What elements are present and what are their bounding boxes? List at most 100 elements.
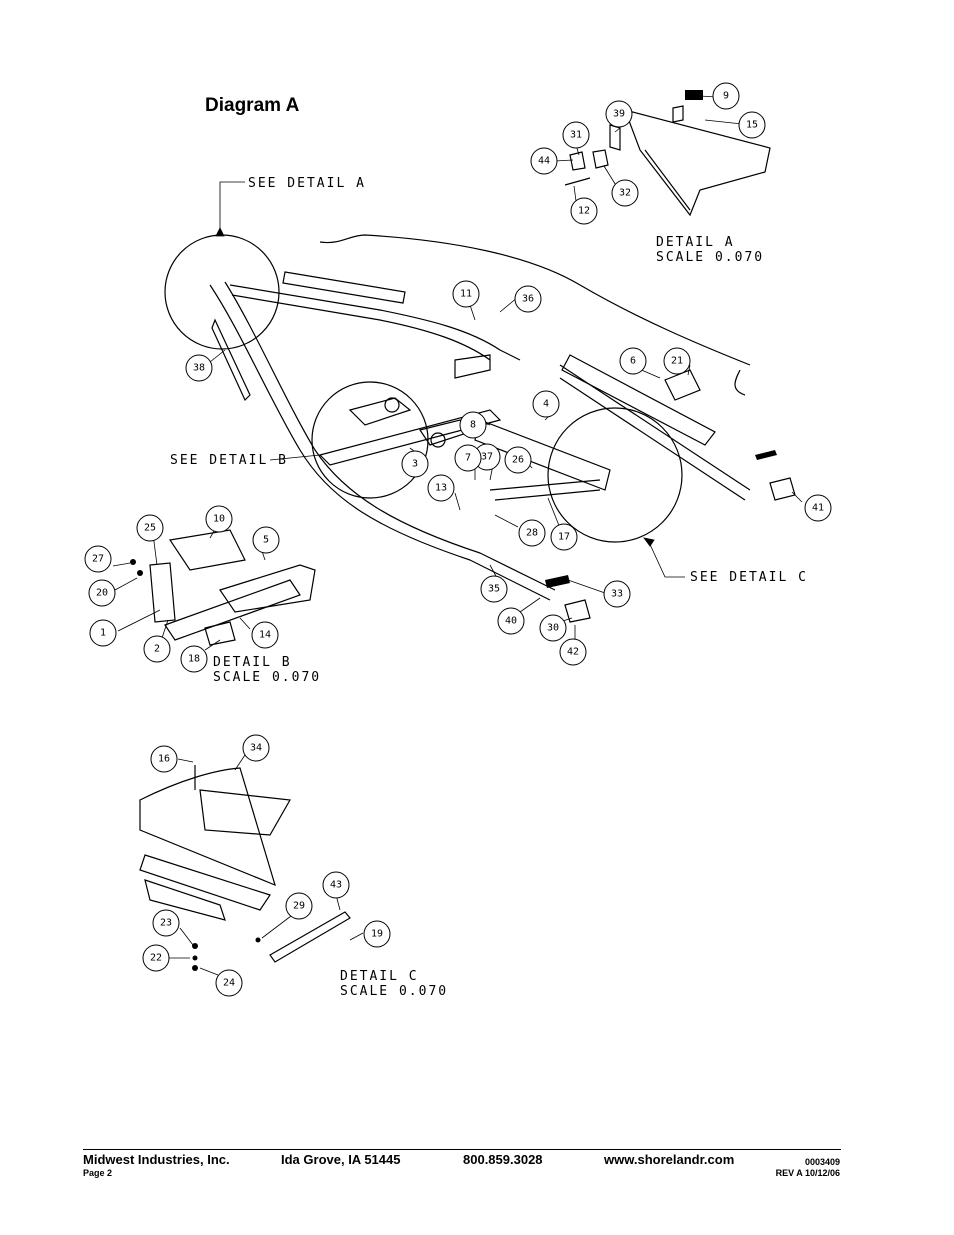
callout-number: 23 bbox=[160, 918, 172, 929]
callout-number: 39 bbox=[613, 109, 625, 120]
callout-number: 10 bbox=[213, 514, 225, 525]
callout-28: 28 bbox=[518, 519, 546, 547]
callout-number: 33 bbox=[611, 589, 623, 600]
footer-phone: 800.859.3028 bbox=[463, 1152, 543, 1167]
callout-40: 40 bbox=[497, 607, 525, 635]
callout-18: 18 bbox=[180, 645, 208, 673]
callout-number: 21 bbox=[671, 356, 683, 367]
callout-circle bbox=[603, 580, 631, 608]
callout-32: 32 bbox=[611, 179, 639, 207]
callout-circle bbox=[738, 111, 766, 139]
callout-circle bbox=[180, 645, 208, 673]
footer-rule bbox=[83, 1149, 841, 1150]
callout-number: 7 bbox=[465, 453, 471, 464]
callout-39: 39 bbox=[605, 100, 633, 128]
callout-circle bbox=[539, 614, 567, 642]
callout-2: 2 bbox=[143, 635, 171, 663]
callout-number: 25 bbox=[144, 523, 156, 534]
callout-24: 24 bbox=[215, 969, 243, 997]
callout-circle bbox=[363, 920, 391, 948]
callout-circle bbox=[570, 197, 598, 225]
callout-number: 15 bbox=[746, 120, 758, 131]
callout-number: 17 bbox=[558, 532, 570, 543]
footer-city: Ida Grove, IA 51445 bbox=[281, 1152, 401, 1167]
callout-circle bbox=[559, 638, 587, 666]
callout-number: 18 bbox=[188, 654, 200, 665]
see-detail-c-label: SEE DETAIL C bbox=[690, 570, 808, 585]
callout-circle bbox=[427, 474, 455, 502]
callout-14: 14 bbox=[251, 621, 279, 649]
callout-23: 23 bbox=[152, 909, 180, 937]
callout-41: 41 bbox=[804, 494, 832, 522]
callout-circle bbox=[804, 494, 832, 522]
callout-circle bbox=[152, 909, 180, 937]
callout-number: 1 bbox=[100, 628, 106, 639]
callout-number: 42 bbox=[567, 647, 579, 658]
callout-circle bbox=[459, 411, 487, 439]
callout-circle bbox=[497, 607, 525, 635]
callout-circle bbox=[322, 871, 350, 899]
detail-a-parts bbox=[564, 90, 771, 217]
callout-16: 16 bbox=[150, 745, 178, 773]
callout-number: 8 bbox=[470, 420, 476, 431]
callout-circle bbox=[143, 635, 171, 663]
footer-website[interactable]: www.shorelandr.com bbox=[604, 1152, 735, 1167]
callout-number: 30 bbox=[547, 623, 559, 634]
callout-circle bbox=[611, 179, 639, 207]
callout-number: 34 bbox=[250, 743, 262, 754]
detail-c-scale: SCALE 0.070 bbox=[340, 984, 448, 999]
callout-7: 7 bbox=[454, 444, 482, 472]
callout-number: 37 bbox=[481, 452, 493, 463]
callout-13: 13 bbox=[427, 474, 455, 502]
diagram-labels: SEE DETAIL A SEE DETAIL B SEE DETAIL C D… bbox=[170, 176, 808, 999]
callout-43: 43 bbox=[322, 871, 350, 899]
callout-number: 3 bbox=[412, 459, 418, 470]
footer-company: Midwest Industries, Inc. bbox=[83, 1152, 230, 1167]
callout-circle bbox=[562, 121, 590, 149]
callout-number: 40 bbox=[505, 616, 517, 627]
callout-circle bbox=[712, 82, 740, 110]
callout-circle bbox=[504, 446, 532, 474]
detail-c-parts bbox=[139, 765, 351, 971]
callout-number: 35 bbox=[488, 584, 500, 595]
callout-17: 17 bbox=[550, 523, 578, 551]
callout-circle bbox=[454, 444, 482, 472]
detail-b-scale: SCALE 0.070 bbox=[213, 670, 321, 685]
callout-12: 12 bbox=[570, 197, 598, 225]
callout-circle bbox=[514, 285, 542, 313]
callout-27: 27 bbox=[84, 545, 112, 573]
callout-19: 19 bbox=[363, 920, 391, 948]
callout-number: 28 bbox=[526, 528, 538, 539]
callout-number: 41 bbox=[812, 503, 824, 514]
callout-number: 29 bbox=[293, 901, 305, 912]
callout-number: 6 bbox=[630, 356, 636, 367]
callout-10: 10 bbox=[205, 505, 233, 533]
callout-circle bbox=[252, 526, 280, 554]
callout-6: 6 bbox=[619, 347, 647, 375]
footer-doc-number: 0003409 bbox=[804, 1157, 840, 1167]
detail-a-scale: SCALE 0.070 bbox=[656, 250, 764, 265]
callout-number: 26 bbox=[512, 455, 524, 466]
callout-circle bbox=[480, 575, 508, 603]
callout-30: 30 bbox=[539, 614, 567, 642]
callout-circle bbox=[136, 514, 164, 542]
callout-number: 38 bbox=[193, 363, 205, 374]
callout-number: 9 bbox=[723, 91, 729, 102]
callout-circle bbox=[550, 523, 578, 551]
callout-number: 11 bbox=[460, 289, 472, 300]
callout-circle bbox=[142, 944, 170, 972]
callout-circle bbox=[530, 147, 558, 175]
detail-b-label: DETAIL B bbox=[213, 655, 292, 670]
callout-31: 31 bbox=[562, 121, 590, 149]
callout-circle bbox=[88, 579, 116, 607]
callout-circle bbox=[89, 619, 117, 647]
callout-number: 32 bbox=[619, 188, 631, 199]
callout-22: 22 bbox=[142, 944, 170, 972]
detail-c-label: DETAIL C bbox=[340, 969, 419, 984]
callout-33: 33 bbox=[603, 580, 631, 608]
callout-8: 8 bbox=[459, 411, 487, 439]
callout-circle bbox=[285, 892, 313, 920]
callout-circle bbox=[205, 505, 233, 533]
